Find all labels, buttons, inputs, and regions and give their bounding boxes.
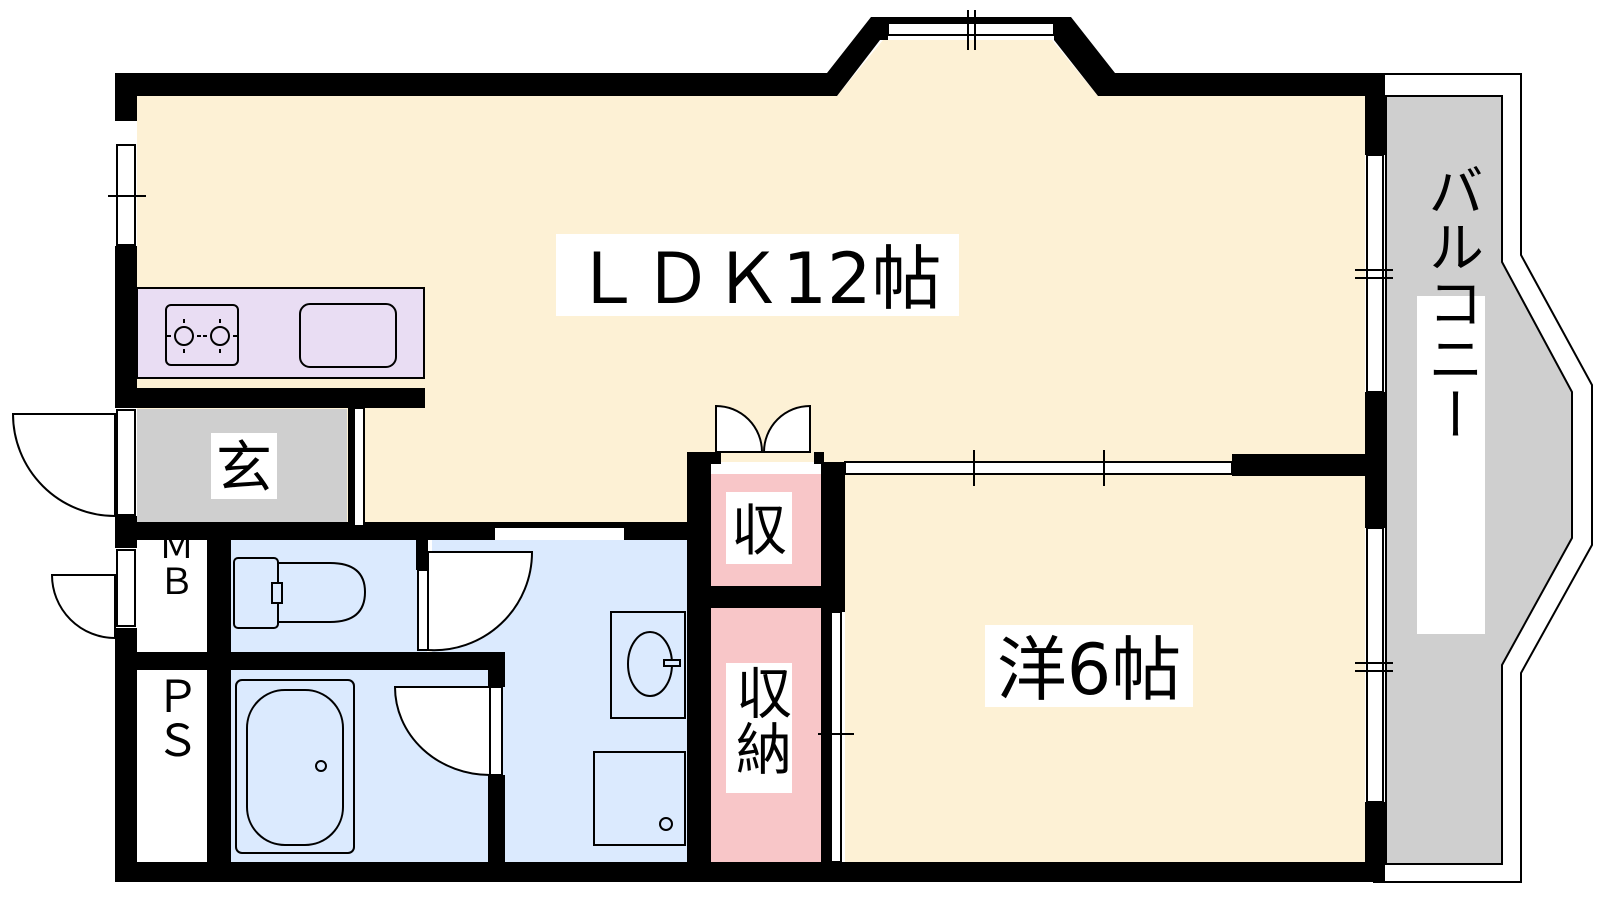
walls bbox=[115, 17, 1385, 882]
storage-door-right bbox=[762, 404, 811, 453]
entrance-label: 玄 bbox=[216, 436, 272, 501]
bath-door-swing bbox=[393, 686, 491, 777]
kitchen-sink bbox=[299, 303, 397, 368]
left-wall-upper bbox=[115, 246, 137, 408]
ps-label: ＰＳ bbox=[148, 674, 199, 762]
bathtub-inner bbox=[246, 689, 344, 846]
burner-right bbox=[210, 326, 230, 346]
right-wall bbox=[1365, 73, 1385, 155]
western-room-label: 洋6帖 bbox=[997, 629, 1182, 711]
stove bbox=[165, 304, 239, 366]
western-right-window bbox=[1366, 527, 1384, 803]
openings bbox=[11, 10, 1393, 863]
toilet-bowl bbox=[277, 562, 367, 623]
washing-machine-pan bbox=[593, 751, 686, 846]
mb-area bbox=[137, 540, 213, 658]
ldk-right-window bbox=[1366, 154, 1384, 393]
mb-label: ＭＢ bbox=[153, 527, 194, 599]
ps-area bbox=[137, 670, 213, 866]
top-wall bbox=[115, 17, 888, 121]
bay-window bbox=[887, 22, 1055, 36]
storage-small-label: 収 bbox=[731, 499, 787, 564]
entrance-door-swing bbox=[11, 413, 116, 518]
fixtures bbox=[233, 557, 686, 854]
balcony-label: バルコニー bbox=[1419, 162, 1484, 442]
kitchen-counter bbox=[136, 287, 425, 379]
storage-tall-label: 収納 bbox=[727, 664, 792, 776]
bay-wall-right bbox=[1054, 17, 1385, 96]
ldk-label: ＬＤＫ12帖 bbox=[572, 238, 941, 320]
room-labels: ＬＤＫ12帖 洋6帖 玄 収 収納 ＭＢ ＰＳ バルコニー bbox=[148, 162, 1485, 793]
storage-door-left bbox=[715, 404, 764, 453]
toilet-door-swing bbox=[427, 551, 534, 652]
bottom-wall bbox=[115, 862, 1385, 882]
burner-left bbox=[174, 326, 194, 346]
mb-door-swing bbox=[50, 574, 116, 640]
